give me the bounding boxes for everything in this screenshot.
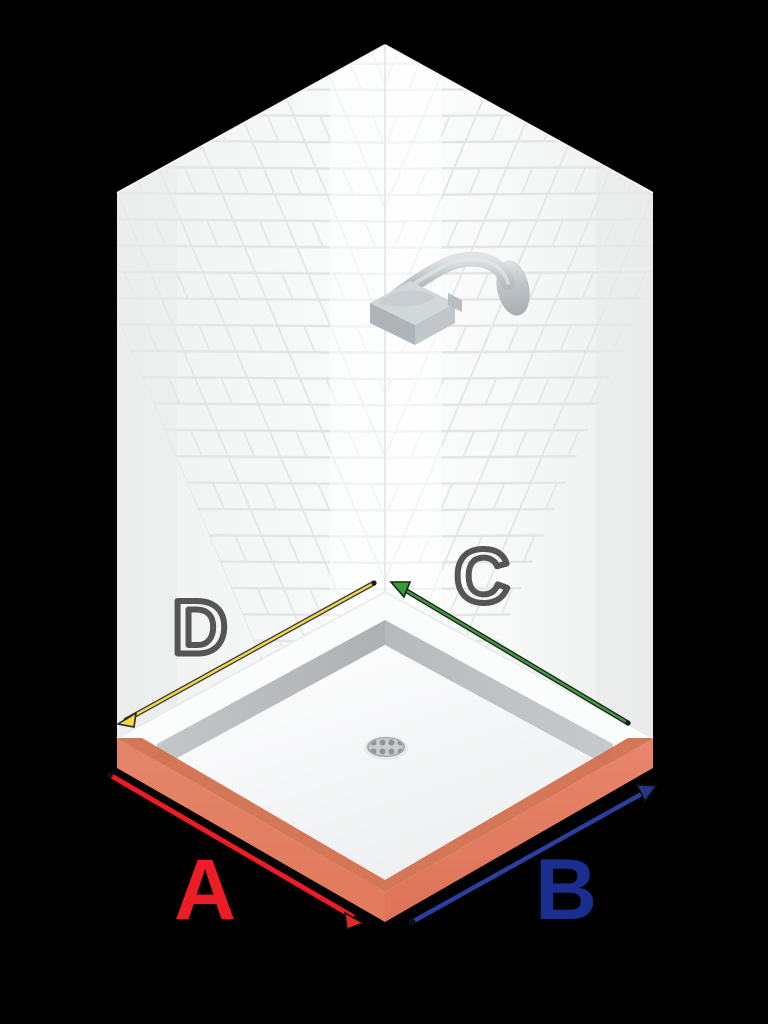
dimension-a-arrowhead	[344, 911, 365, 931]
dimension-b-label: B	[535, 842, 597, 938]
shower-pan	[116, 591, 654, 922]
basin-inner-wall-right	[385, 620, 613, 769]
dimension-a-label: A	[174, 842, 236, 938]
dimension-a[interactable]: A	[107, 772, 365, 940]
pan-edge-bevel-right	[385, 738, 653, 892]
dimension-d-label: D	[173, 586, 228, 671]
dimension-b[interactable]: B	[408, 784, 658, 940]
shower-head-assembly[interactable]	[370, 251, 534, 345]
dimension-b-start-dot	[408, 918, 416, 926]
basin-inner-wall-left	[157, 620, 385, 769]
dimension-c[interactable]: C	[389, 532, 631, 726]
dimension-b-line	[409, 789, 648, 925]
dimension-d[interactable]: D	[115, 580, 377, 728]
pan-edge-bevel-left	[117, 738, 385, 892]
shower-head	[370, 281, 462, 345]
pan-edge-highlight-left	[117, 738, 385, 922]
dimension-a-line	[107, 772, 355, 919]
dimension-d-arrowhead	[115, 711, 138, 728]
dimension-b-arrowhead	[635, 784, 658, 803]
pan-edge-highlight-right	[385, 738, 653, 922]
left-wall-top-edge	[116, 44, 386, 194]
shower-drain	[364, 736, 408, 760]
right-wall-top-edge	[384, 44, 654, 194]
dimension-a-start-dot	[107, 772, 113, 778]
pan-back-left-edge	[116, 591, 386, 739]
dimension-c-line	[398, 585, 630, 725]
dimension-d-line	[124, 581, 376, 722]
dimension-c-arrowhead	[389, 581, 412, 599]
dimension-d-start-dot	[371, 580, 377, 586]
dimension-c-label: C	[455, 535, 510, 620]
dimension-c-end-dot	[625, 720, 631, 726]
